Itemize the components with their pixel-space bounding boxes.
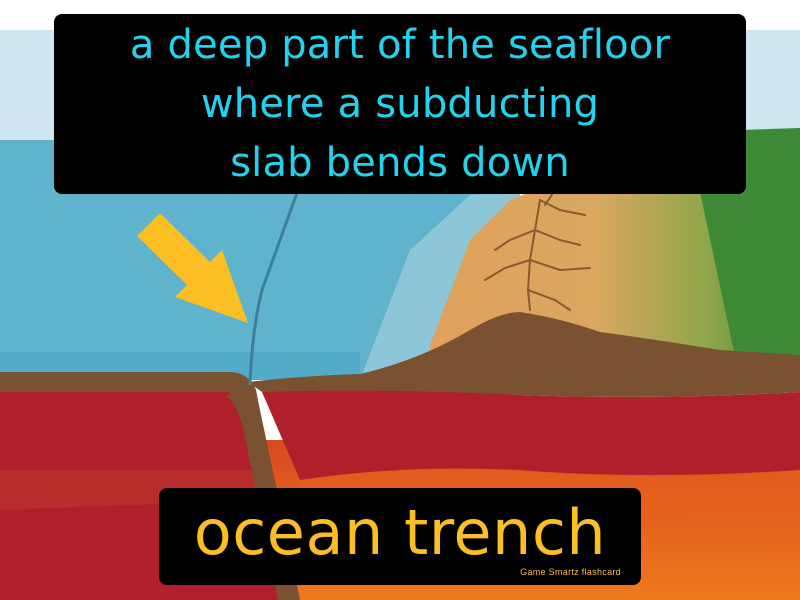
oceanic-crust (0, 372, 262, 425)
pointer-arrow (137, 213, 248, 323)
continental-lithosphere (262, 386, 800, 480)
term-text: ocean trench (193, 496, 607, 569)
definition-card: a deep part of the seafloor where a subd… (54, 14, 746, 194)
continental-crust (248, 312, 800, 397)
brand-label: Game Smartz flashcard (520, 567, 621, 577)
mountain-cracks (484, 189, 591, 311)
term-card: ocean trench Game Smartz flashcard (159, 488, 641, 585)
definition-text: a deep part of the seafloor where a subd… (129, 21, 671, 186)
trench-line (248, 189, 300, 386)
